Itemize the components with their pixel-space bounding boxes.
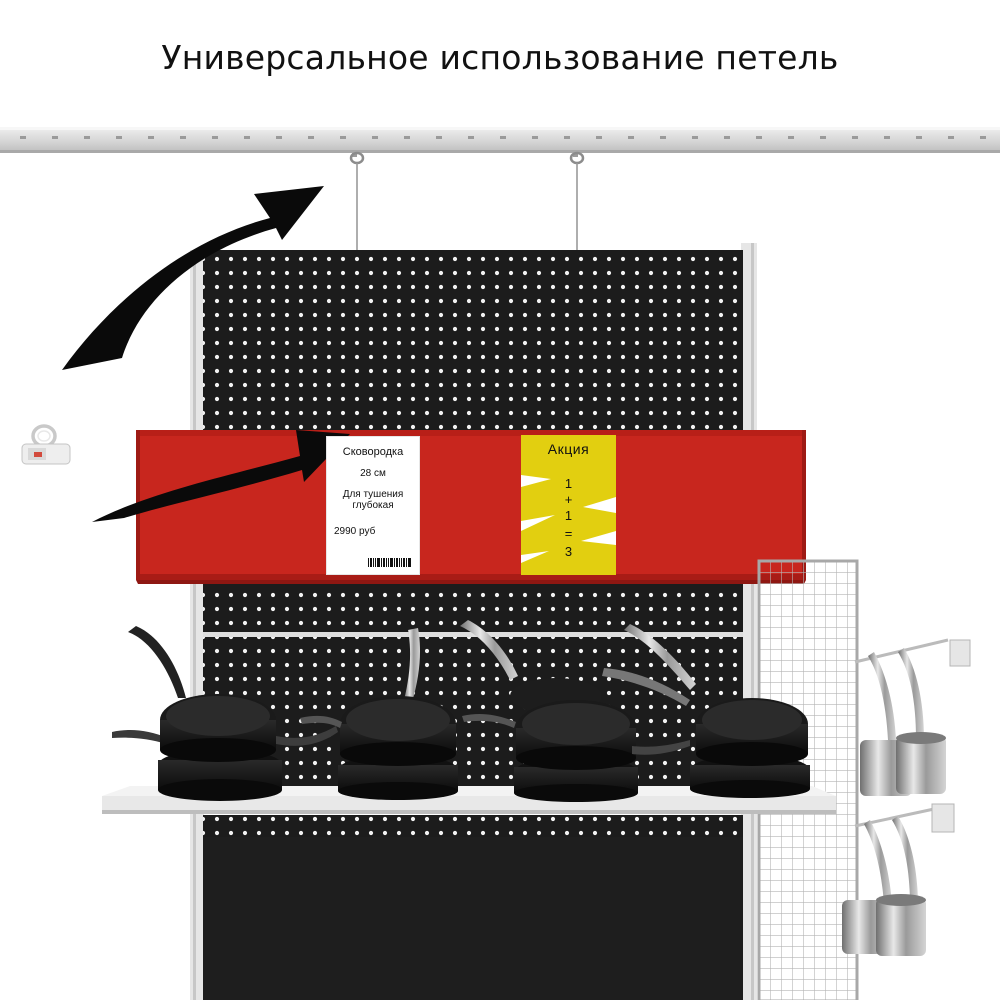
promo-line: 3 (564, 544, 573, 559)
frying-pans-group (112, 620, 810, 802)
hanging-pots-group (842, 648, 946, 956)
promo-title: Акция (547, 441, 590, 457)
pegboard-panel-middle (203, 637, 743, 787)
arrow-icon (92, 430, 350, 522)
hanging-loop-icon (21, 424, 71, 465)
promo-line: = (564, 526, 573, 541)
back-panel-lower (203, 815, 743, 1000)
page-title: Универсальное использование петель (161, 38, 839, 77)
promo-decoration (521, 475, 616, 563)
product-price: 2990 руб (334, 526, 376, 537)
ceiling-rail (0, 127, 1000, 153)
price-tag: Сковородка 28 см Для тушения глубокая 29… (326, 436, 420, 575)
product-size: 28 см (360, 468, 386, 479)
barcode-icon (368, 558, 411, 567)
promo-line: + (564, 492, 573, 507)
promo-line: 1 (564, 508, 573, 523)
promo-line: 1 (564, 476, 573, 491)
promo-tag: Акция 1 + 1 = 3 (521, 435, 616, 575)
shelf-board (102, 786, 836, 814)
pegboard-divider (203, 632, 743, 637)
red-banner (136, 430, 806, 584)
product-description: Для тушения глубокая (342, 489, 404, 511)
product-name: Сковородка (342, 446, 404, 458)
arrow-icon (62, 186, 324, 370)
